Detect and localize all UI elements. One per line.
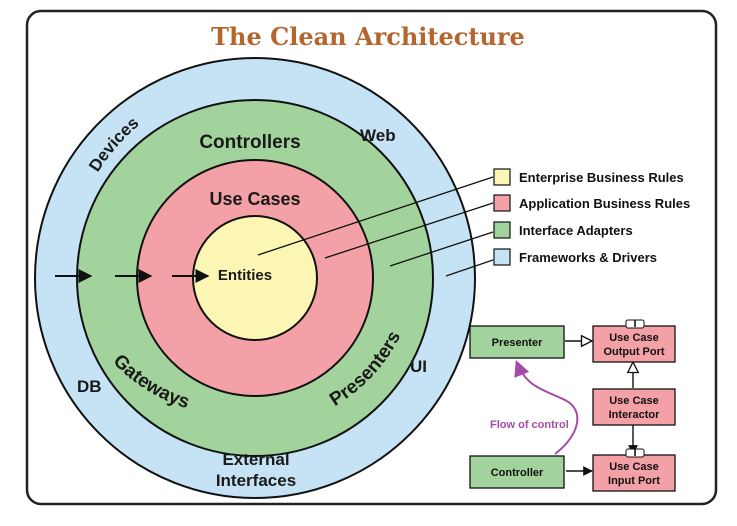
label-ui: UI (410, 357, 427, 376)
legend-swatch-adapters (493, 221, 511, 239)
label-controllers: Controllers (199, 132, 300, 153)
flow-of-control-diagram: Flow of control Presenter I Use Case Out… (469, 318, 676, 492)
output-port-label-line1: Use Case (609, 332, 659, 344)
flow-of-control-curve (514, 360, 579, 455)
legend-pointer-frameworks (445, 259, 494, 277)
legend-label-frameworks: Frameworks & Drivers (519, 250, 657, 265)
input-port-box (592, 454, 676, 492)
legend-pointer-adapters (389, 231, 494, 267)
label-db: DB (77, 377, 102, 396)
label-use-cases: Use Cases (209, 189, 300, 209)
ring-entities (192, 215, 318, 341)
legend-swatch-enterprise (493, 168, 511, 186)
output-port-label-line2: Output Port (603, 346, 664, 358)
label-interfaces: Interfaces (216, 471, 296, 490)
legend-pointer-entities (257, 176, 494, 256)
controller-label: Controller (491, 467, 544, 479)
diagram-title: The Clean Architecture (211, 22, 525, 51)
input-port-interface-marker (625, 448, 645, 458)
presenter-box (469, 325, 565, 359)
interactor-box (592, 388, 676, 426)
presenter-label: Presenter (492, 337, 543, 349)
legend: Enterprise Business Rules Application Bu… (493, 168, 690, 266)
input-port-label-line2: Input Port (608, 475, 660, 487)
output-port-interface-marker (625, 319, 645, 329)
output-port-box (592, 325, 676, 363)
interactor-label-line2: Interactor (609, 409, 660, 421)
legend-swatch-application (493, 194, 511, 212)
label-web: Web (360, 126, 396, 145)
input-port-label-line1: Use Case (609, 461, 659, 473)
legend-label-enterprise: Enterprise Business Rules (519, 170, 684, 185)
legend-pointer-use-cases (324, 202, 494, 259)
label-entities: Entities (218, 267, 272, 284)
flow-of-control-label: Flow of control (490, 419, 569, 431)
label-external: External (222, 450, 289, 469)
legend-label-application: Application Business Rules (519, 196, 690, 211)
legend-swatch-frameworks (493, 248, 511, 266)
input-port-interface-text: I (633, 447, 636, 459)
controller-box (469, 455, 565, 489)
interactor-label-line1: Use Case (609, 395, 659, 407)
legend-label-adapters: Interface Adapters (519, 223, 633, 238)
output-port-interface-text: I (633, 318, 636, 330)
